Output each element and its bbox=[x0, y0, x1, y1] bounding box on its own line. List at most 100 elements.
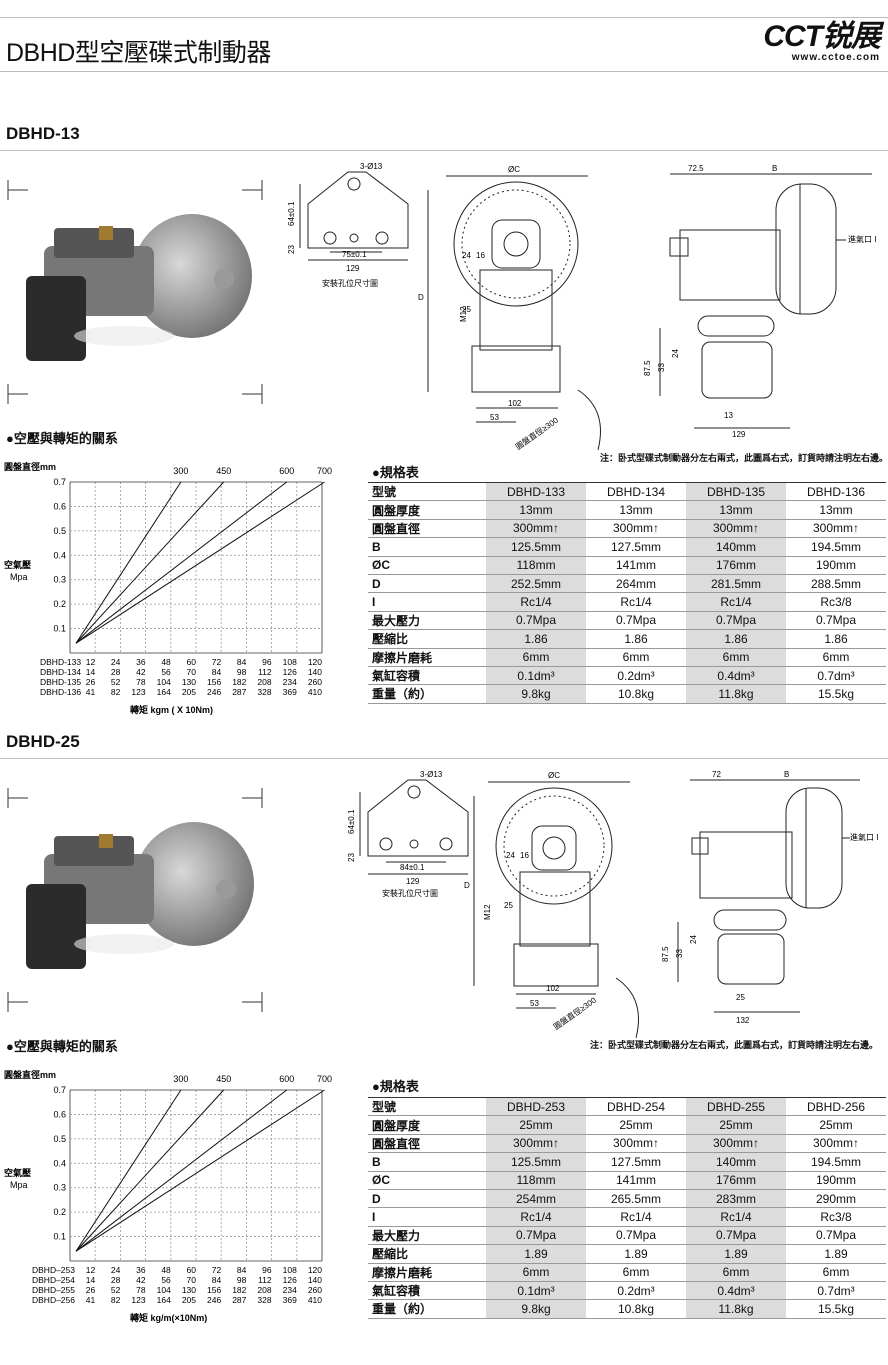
table-cell: 0.4dm³ bbox=[686, 1281, 786, 1301]
y-tick-label: 0.2 bbox=[53, 599, 66, 609]
dim-w1: 25 bbox=[736, 993, 745, 1002]
x-tick-label: 56 bbox=[161, 667, 171, 677]
x-tick-label: 78 bbox=[136, 677, 146, 687]
table-cell: 1.89 bbox=[586, 1244, 686, 1264]
dim-102: 102 bbox=[546, 984, 560, 993]
dim-b: B bbox=[772, 164, 777, 173]
table-cell: 6mm bbox=[686, 648, 786, 667]
x-tick-label: 260 bbox=[308, 1285, 322, 1295]
x-tick-label: 98 bbox=[237, 667, 247, 677]
x-tick-label: 208 bbox=[257, 677, 271, 687]
x-tick-label: 14 bbox=[86, 1275, 96, 1285]
hole-spacing-dim: 84±0.1 bbox=[400, 863, 425, 872]
table-cell: 300mm↑ bbox=[686, 1134, 786, 1154]
table-cell: 6mm bbox=[486, 1263, 586, 1282]
logo-text: CCT锐展 bbox=[763, 20, 881, 53]
y-tick-label: 0.4 bbox=[53, 550, 66, 560]
page-title: DBHD型空壓碟式制動器 bbox=[6, 39, 271, 67]
row-label: ØC bbox=[368, 556, 486, 575]
x-tick-label: 28 bbox=[111, 1275, 121, 1285]
model-row-label: DBHD–253 bbox=[32, 1265, 75, 1275]
x-tick-label: 26 bbox=[86, 1285, 96, 1295]
x-tick-label: 24 bbox=[111, 1265, 121, 1275]
x-tick-label: 182 bbox=[232, 677, 246, 687]
mounting-hole-drawing: 3-Ø13 129 75±0.1 64±0.1 23 安裝孔位尺寸圖 bbox=[287, 162, 409, 288]
model-row-label: DBHD–255 bbox=[32, 1285, 75, 1295]
table-cell: 290mm bbox=[786, 1189, 886, 1209]
table-cell: 10.8kg bbox=[586, 1299, 686, 1319]
row-label: 氣缸容積 bbox=[368, 666, 486, 686]
row-label: B bbox=[368, 537, 486, 557]
table-cell: 283mm bbox=[686, 1189, 786, 1209]
table-cell: 13mm bbox=[486, 500, 586, 520]
air-inlet-label: 進氣口 I bbox=[848, 234, 876, 244]
table-cell: 11.8kg bbox=[686, 1299, 786, 1319]
x-tick-label: 70 bbox=[187, 667, 197, 677]
x-tick-label: 42 bbox=[136, 1275, 146, 1285]
x-tick-label: 41 bbox=[86, 1295, 96, 1305]
table-cell: 300mm↑ bbox=[486, 519, 586, 539]
table-cell: 0.7Mpa bbox=[586, 1226, 686, 1246]
x-tick-label: 130 bbox=[182, 1285, 196, 1295]
table-cell: 25mm bbox=[586, 1115, 686, 1135]
row-label: D bbox=[368, 574, 486, 594]
table-cell: 125.5mm bbox=[486, 1152, 586, 1172]
table-cell: 1.86 bbox=[686, 629, 786, 649]
x-tick-label: 410 bbox=[308, 687, 322, 697]
x-tick-label: 72 bbox=[212, 657, 222, 667]
x-tick-label: 28 bbox=[111, 667, 121, 677]
table-cell: 118mm bbox=[486, 1171, 586, 1190]
x-tick-label: 130 bbox=[182, 677, 196, 687]
dim-16: 16 bbox=[520, 851, 529, 860]
table-cell: 265.5mm bbox=[586, 1189, 686, 1209]
table-cell: 15.5kg bbox=[786, 1299, 886, 1319]
series-line bbox=[75, 481, 325, 644]
series-line bbox=[75, 1089, 325, 1252]
series-line bbox=[75, 1089, 182, 1252]
table-cell: 0.1dm³ bbox=[486, 1281, 586, 1301]
model-row-label: DBHD-134 bbox=[40, 667, 81, 677]
x-tick-label: 182 bbox=[232, 1285, 246, 1295]
row-label: I bbox=[368, 592, 486, 612]
table-cell: 264mm bbox=[586, 574, 686, 594]
y-axis-label: 空氣壓 bbox=[4, 1167, 31, 1178]
spec-heading: ●規格表 bbox=[372, 1079, 419, 1094]
x-tick-label: 96 bbox=[262, 657, 272, 667]
table-cell: 1.86 bbox=[586, 629, 686, 649]
dim-h2: 33 bbox=[657, 363, 666, 372]
dim-w2: 132 bbox=[736, 1016, 750, 1025]
x-tick-label: 96 bbox=[262, 1265, 272, 1275]
model-row-label: DBHD–254 bbox=[32, 1275, 75, 1285]
dim-h1: 87.5 bbox=[643, 360, 652, 376]
series-line bbox=[75, 1089, 225, 1252]
hole-spacing-dim: 75±0.1 bbox=[342, 250, 367, 259]
table-cell: 6mm bbox=[786, 648, 886, 667]
product-photo bbox=[7, 180, 263, 404]
dim-53: 53 bbox=[530, 999, 539, 1008]
oc-dim: ØC bbox=[548, 771, 560, 780]
product-photo bbox=[7, 788, 263, 1012]
y-tick-label: 0.1 bbox=[53, 1232, 66, 1242]
x-tick-label: 246 bbox=[207, 1295, 221, 1305]
height-dim: 64±0.1 bbox=[287, 201, 296, 226]
side-view-drawing: 72.5 B 進氣口 I 87.5 33 24 13 129 bbox=[643, 164, 876, 439]
table-cell: 1.86 bbox=[486, 629, 586, 649]
x-tick-label: 120 bbox=[308, 657, 322, 667]
row-label: 最大壓力 bbox=[368, 611, 486, 631]
x-tick-label: 140 bbox=[308, 667, 322, 677]
table-cell: 6mm bbox=[486, 648, 586, 667]
table-cell: 194.5mm bbox=[786, 537, 886, 557]
offset-dim: 23 bbox=[287, 245, 296, 254]
x-tick-label: 104 bbox=[157, 677, 171, 687]
table-cell: DBHD-134 bbox=[586, 481, 686, 502]
x-tick-label: 123 bbox=[131, 1295, 145, 1305]
orientation-note: 注：卧式型碟式制動器分左右兩式，此圖爲右式，訂貨時請注明左右邊。 bbox=[600, 453, 888, 463]
x-tick-label: 84 bbox=[237, 1265, 247, 1275]
